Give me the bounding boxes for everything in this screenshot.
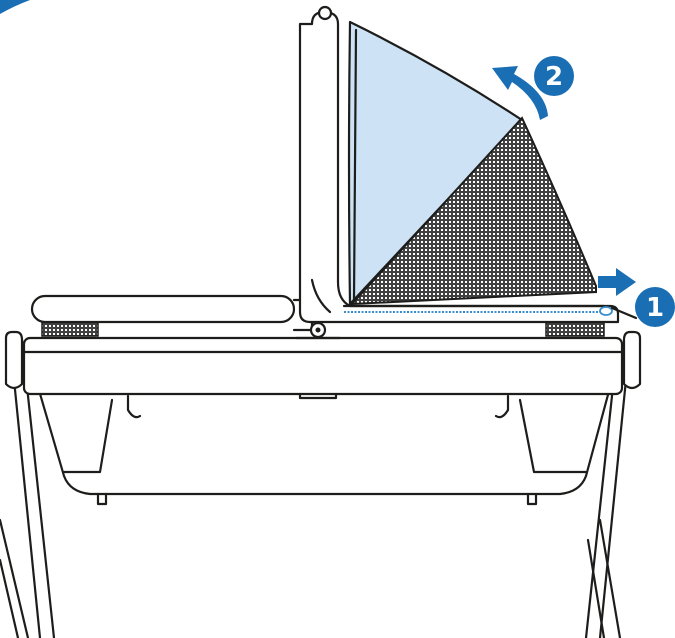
bassinet-rail — [4, 330, 642, 400]
arrow-right-icon — [598, 268, 636, 296]
canopy-frame — [294, 5, 620, 340]
canopy-fabric — [347, 20, 524, 306]
step-2-number: 2 — [545, 62, 563, 92]
mesh-side-right — [545, 321, 605, 337]
curved-arrow-icon — [492, 66, 548, 120]
step-1: 1 — [598, 268, 675, 327]
corner-badge — [0, 0, 30, 14]
step-2: 2 — [492, 56, 574, 120]
step-1-number: 1 — [646, 293, 664, 323]
step-2-badge — [534, 56, 574, 96]
step-1-badge — [635, 287, 675, 327]
canopy-mesh — [349, 116, 597, 306]
mesh-side-left — [41, 321, 99, 337]
zipper — [342, 304, 613, 316]
bassinet-basket — [34, 378, 614, 506]
